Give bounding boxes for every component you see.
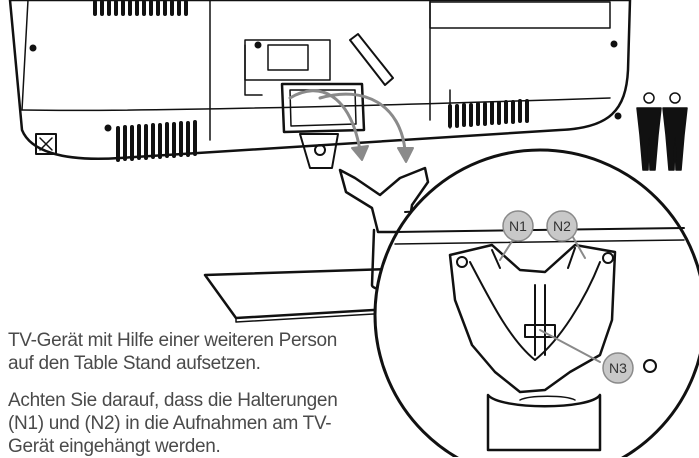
detail-magnifier-circle <box>373 148 699 457</box>
right-vent-slots <box>448 99 529 128</box>
callout-n3-label: N3 <box>609 360 627 376</box>
instruction-text-1b: auf den Table Stand aufsetzen. <box>8 353 261 374</box>
tv-back-inner-line <box>21 0 29 111</box>
two-persons-icon <box>636 92 688 171</box>
detail-bracket <box>448 243 617 394</box>
callout-n1-label: N1 <box>509 218 527 234</box>
callout-n2-label: N2 <box>553 218 571 234</box>
instruction-text-2c: Gerät eingehängt werden. <box>8 436 221 457</box>
top-vent-slots <box>93 0 188 16</box>
assembly-arrow-left <box>288 89 362 152</box>
instruction-text-2a: Achten Sie darauf, dass die Halterungen <box>8 390 338 411</box>
instruction-text-2b: (N1) und (N2) in die Aufnahmen am TV- <box>8 413 332 434</box>
tv-mount-plate <box>280 82 366 134</box>
left-vent-slots <box>116 120 197 162</box>
speaker-grill-icon <box>35 133 57 155</box>
callout-n3-circle <box>602 352 634 384</box>
callout-n2-circle <box>546 210 578 242</box>
stand-bracket <box>338 166 430 234</box>
instruction-text-1a: TV-Gerät mit Hilfe einer weiteren Person <box>8 330 338 351</box>
assembly-arrow-right <box>318 92 407 152</box>
tv-back-panel <box>8 0 632 160</box>
callout-n1-circle <box>502 210 534 242</box>
